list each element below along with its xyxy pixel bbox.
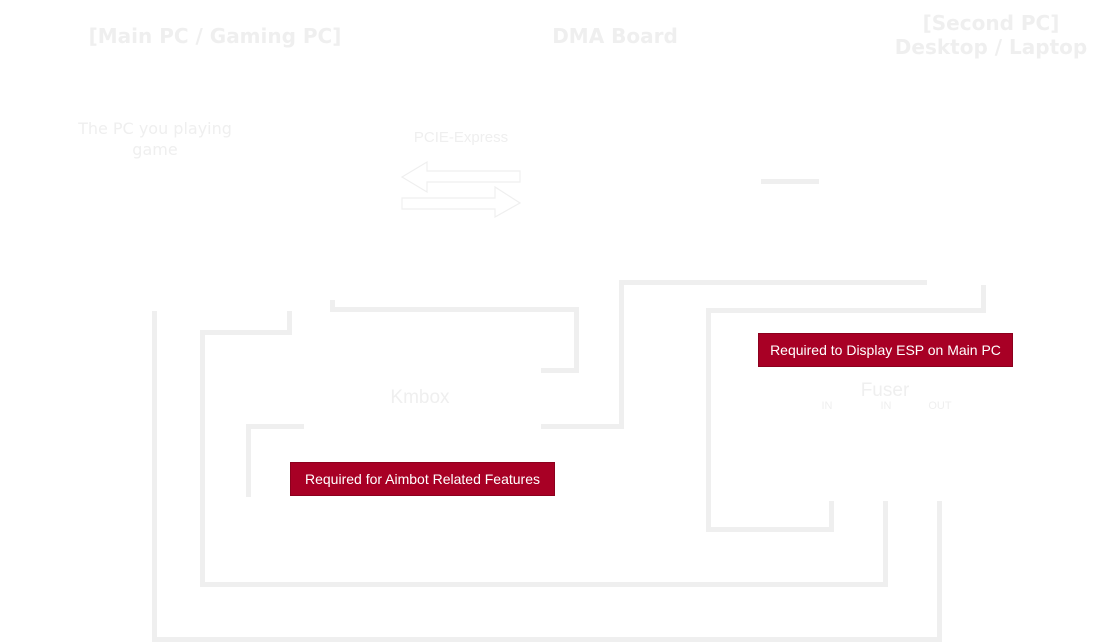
fuser-port-in-2: IN: [880, 400, 892, 412]
kmbox-label: Kmbox: [390, 387, 450, 408]
fuser-bottom: [706, 527, 834, 532]
kmbox-left-top: [246, 424, 304, 429]
pcie-express-label: PCIE-Express: [413, 129, 509, 146]
kmbox-right-top: [619, 280, 927, 285]
arrow-right-icon: [401, 185, 522, 219]
fuser-label: Fuser: [860, 380, 910, 401]
dma-board-title: DMA Board: [552, 24, 678, 48]
fuser-port-out: OUT: [928, 400, 952, 412]
kmbox-top-line: [330, 307, 579, 312]
fuser-top: [706, 308, 986, 313]
fuser-port-in-1: IN: [821, 400, 833, 412]
outer-line-bottom: [152, 637, 942, 642]
mid-line-right: [883, 501, 888, 587]
kmbox-left-vertical: [246, 424, 251, 497]
mid-line-bottom: [200, 582, 888, 587]
kmbox-top-right: [574, 307, 579, 373]
fuser-required-badge: Required to Display ESP on Main PC: [758, 333, 1013, 367]
kmbox-right-line: [541, 424, 624, 429]
mid-line-left: [200, 330, 205, 587]
mid-line-top-stub: [287, 311, 292, 335]
kmbox-right-vertical: [619, 280, 624, 429]
fuser-right-stub: [981, 285, 986, 313]
arrow-left-icon: [400, 160, 521, 194]
kmbox-required-badge: Required for Aimbot Related Features: [290, 462, 555, 496]
outer-line-right: [937, 501, 942, 642]
second-pc-title: [Second PC] Desktop / Laptop: [894, 11, 1088, 59]
second-pc-connector: [761, 179, 819, 184]
fuser-left: [706, 308, 711, 532]
outer-line-left: [152, 311, 157, 642]
kmbox-top-return: [541, 368, 579, 373]
fuser-bottom-right: [829, 501, 834, 532]
kmbox-top-stub: [330, 300, 335, 312]
main-pc-title: [Main PC / Gaming PC]: [88, 24, 342, 48]
main-pc-description: The PC you playing game: [78, 119, 232, 159]
pcie-arrows: [400, 160, 522, 219]
mid-line-top: [200, 330, 292, 335]
